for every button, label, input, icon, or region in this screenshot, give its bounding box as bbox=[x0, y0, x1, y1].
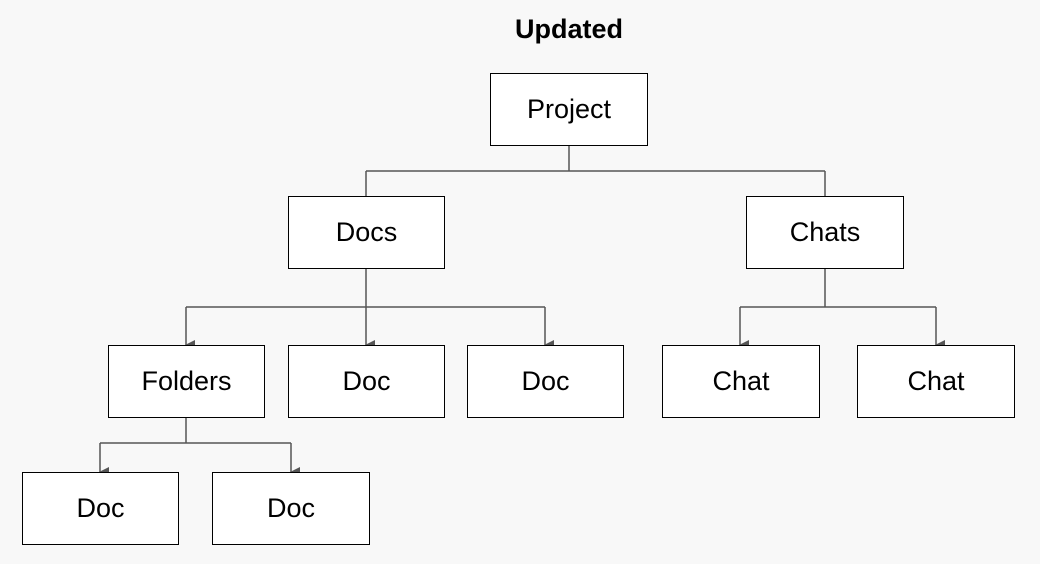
node-chat-a: Chat bbox=[662, 345, 820, 418]
node-docs: Docs bbox=[288, 196, 445, 269]
node-doc-b: Doc bbox=[467, 345, 624, 418]
node-project-label: Project bbox=[526, 94, 612, 124]
diagram-title-container: Updated bbox=[469, 14, 669, 45]
edge-folders-children bbox=[99, 418, 300, 477]
node-folder-doc-b: Doc bbox=[212, 472, 370, 545]
node-folders-label: Folders bbox=[141, 366, 232, 396]
node-chat-a-label: Chat bbox=[712, 366, 770, 396]
edge-docs-children bbox=[185, 268, 554, 350]
node-chat-b: Chat bbox=[857, 345, 1015, 418]
node-doc-a-label: Doc bbox=[342, 366, 391, 396]
node-chats: Chats bbox=[746, 196, 904, 269]
node-folder-doc-b-label: Doc bbox=[266, 493, 315, 523]
edge-project-children bbox=[365, 146, 826, 196]
node-folders: Folders bbox=[108, 345, 265, 418]
diagram-title: Updated bbox=[515, 14, 623, 44]
node-doc-a: Doc bbox=[288, 345, 445, 418]
node-docs-label: Docs bbox=[335, 217, 398, 247]
node-folder-doc-a-label: Doc bbox=[76, 493, 125, 523]
node-folder-doc-a: Doc bbox=[22, 472, 179, 545]
node-project: Project bbox=[490, 73, 648, 146]
node-chat-b-label: Chat bbox=[907, 366, 965, 396]
edge-chats-children bbox=[739, 268, 945, 350]
node-doc-b-label: Doc bbox=[521, 366, 570, 396]
node-chats-label: Chats bbox=[789, 217, 861, 247]
